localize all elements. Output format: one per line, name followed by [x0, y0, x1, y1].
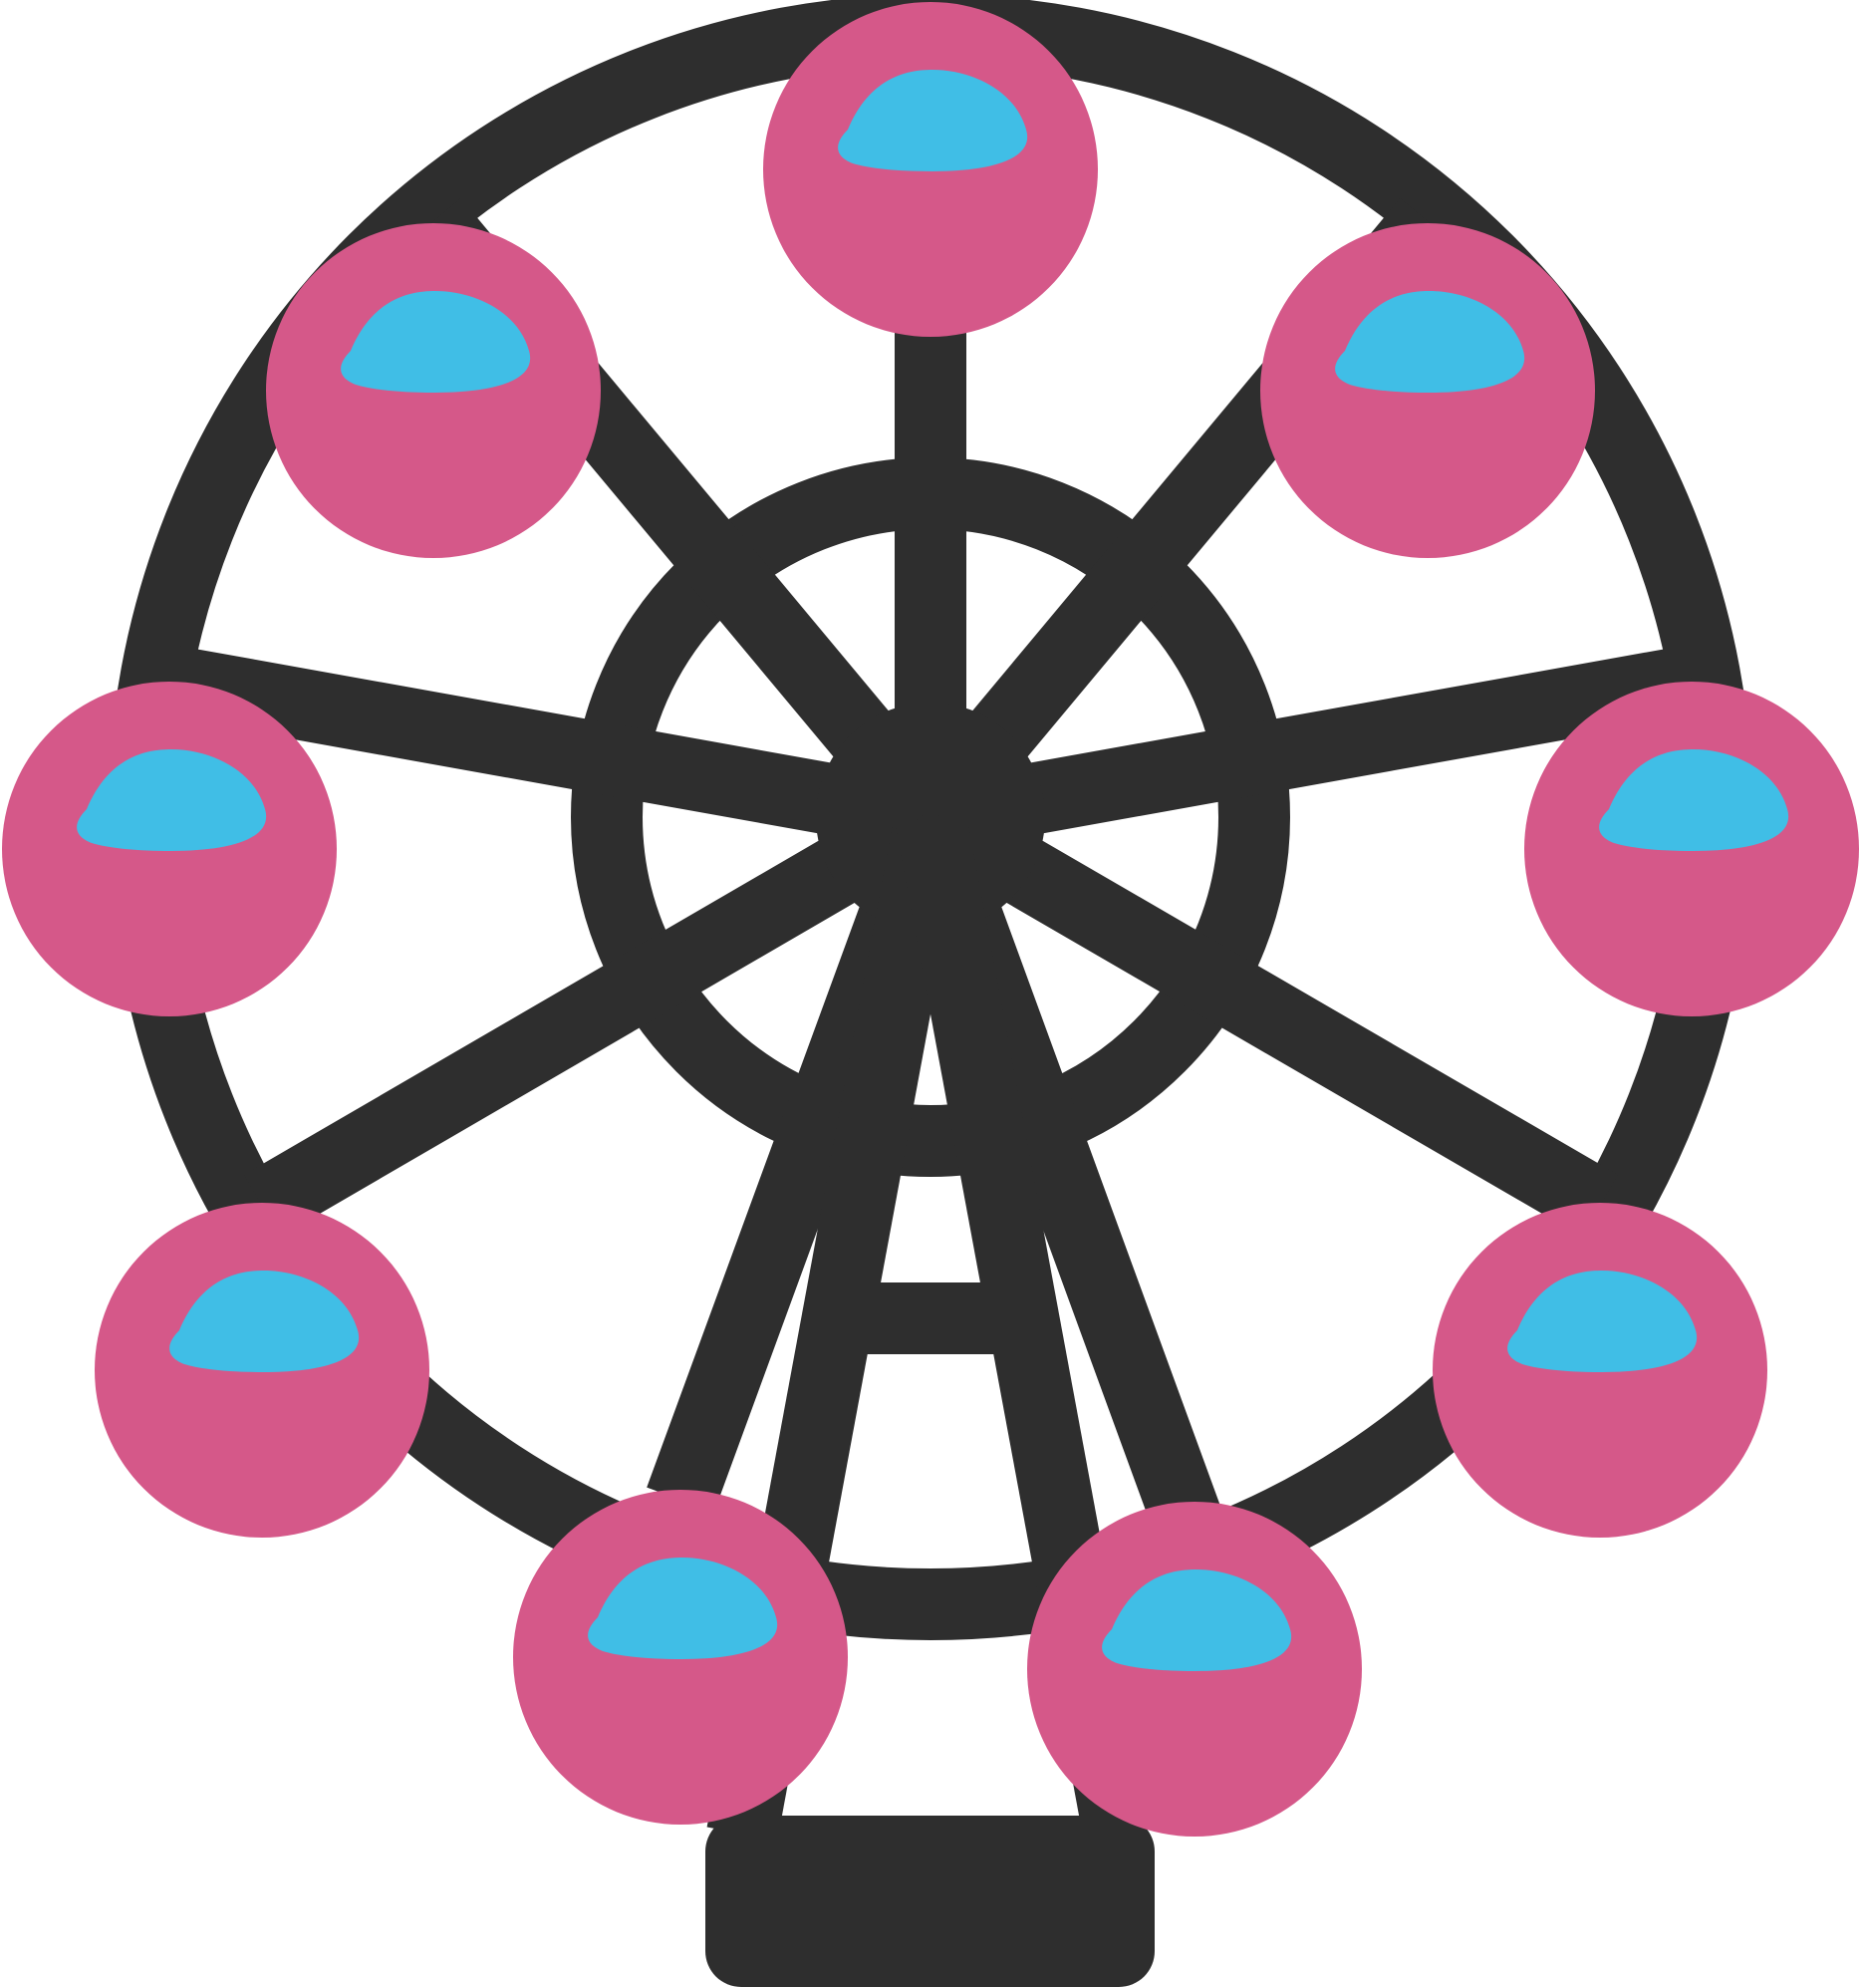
spoke-left: [162, 645, 937, 853]
cabin-window: [1599, 749, 1789, 851]
cabin-upper-left: [266, 223, 601, 558]
cabin-lower-right: [1433, 1203, 1767, 1538]
cabin-window: [77, 749, 267, 851]
spoke-lower-left: [243, 785, 949, 1238]
cabin-window: [169, 1271, 360, 1372]
cabin-left: [2, 682, 337, 1016]
cabins: [2, 2, 1859, 1837]
cabin-window: [1102, 1569, 1292, 1671]
cabin-upper-right: [1260, 223, 1595, 558]
spoke-lower-right: [912, 785, 1619, 1238]
cabin-window: [1507, 1271, 1698, 1372]
base-platform: [705, 1816, 1155, 1987]
cabin-right: [1524, 682, 1859, 1016]
cabin-window: [838, 70, 1028, 171]
cabin-window: [341, 291, 531, 393]
cabin-lower-left: [95, 1203, 429, 1538]
spoke-right: [924, 645, 1699, 853]
cabin-bottom-right: [1027, 1502, 1362, 1837]
cabin-bottom-left: [513, 1490, 848, 1825]
cabin-window: [1335, 291, 1525, 393]
cabin-top: [763, 2, 1098, 337]
cabin-window: [588, 1558, 778, 1659]
